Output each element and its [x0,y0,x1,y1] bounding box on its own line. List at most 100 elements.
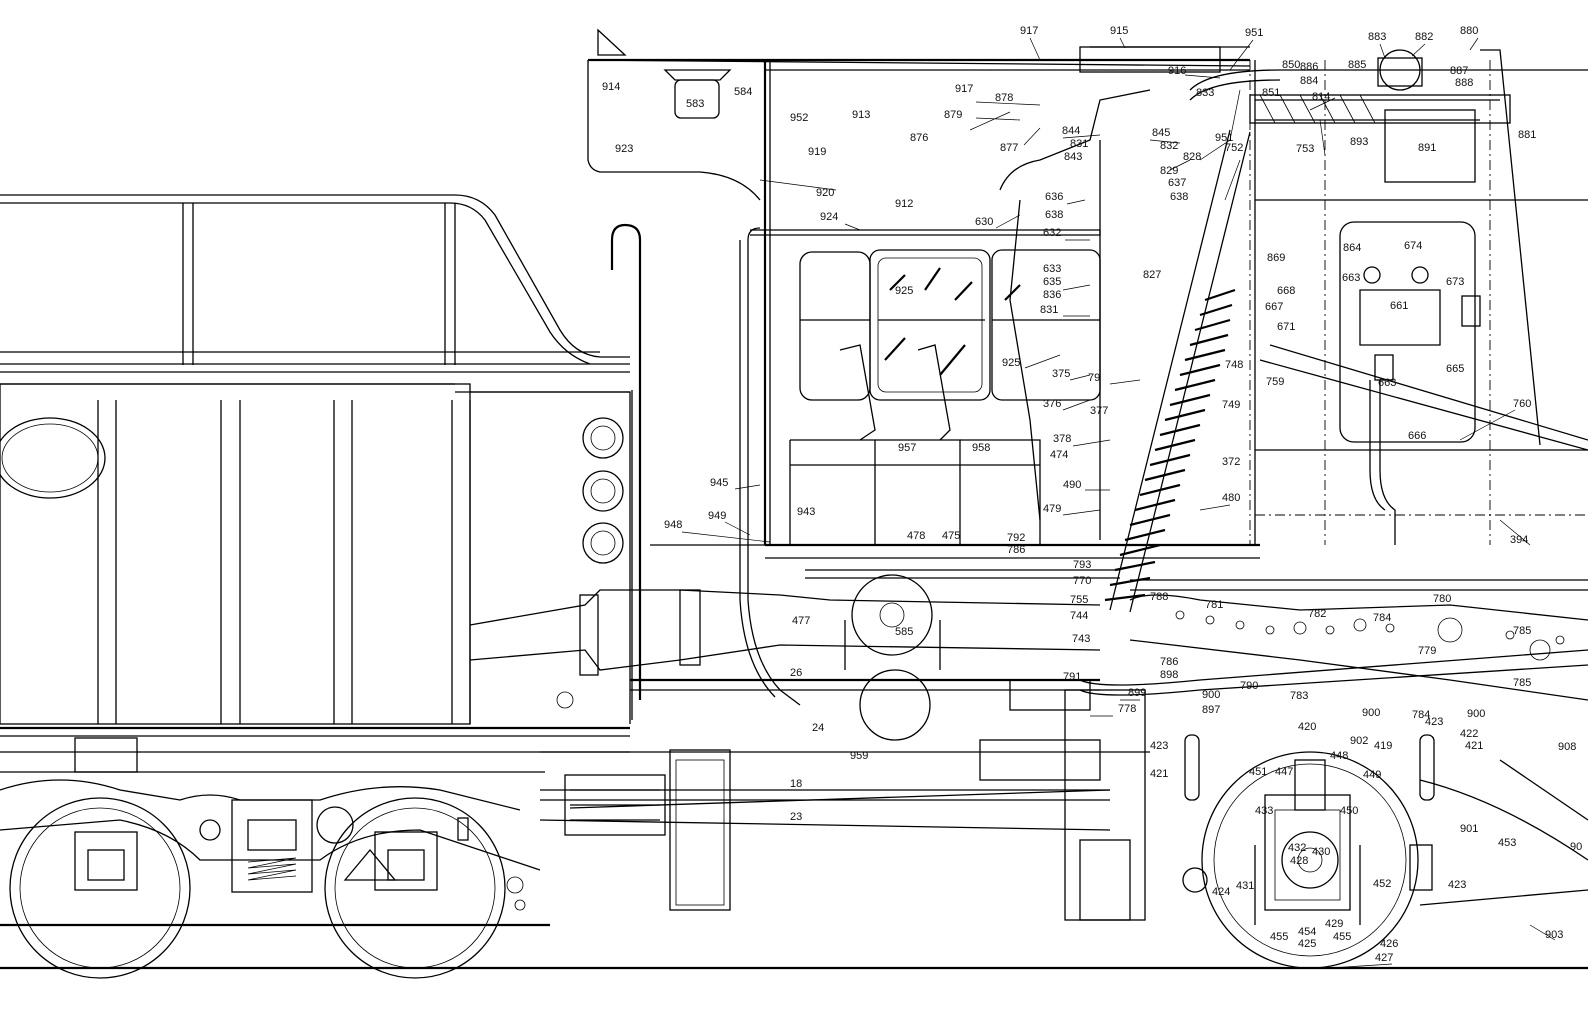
part-label: 663 [1342,272,1360,284]
part-label: 753 [1296,143,1314,155]
part-label: 661 [1390,300,1408,312]
tender [0,194,642,979]
part-label: 24 [812,722,824,734]
part-label: 880 [1460,25,1478,37]
part-label: 760 [1513,398,1531,410]
part-label: 748 [1225,359,1243,371]
part-label: 958 [972,442,990,454]
part-label: 781 [1205,599,1223,611]
part-label: 454 [1298,926,1316,938]
part-label: 908 [1558,741,1576,753]
part-label: 424 [1212,886,1230,898]
part-label: 673 [1446,276,1464,288]
part-label: 630 [975,216,993,228]
part-label: 778 [1118,703,1136,715]
part-label: 784 [1373,612,1391,624]
part-label: 877 [1000,142,1018,154]
part-label: 881 [1518,129,1536,141]
part-label: 925 [1002,357,1020,369]
part-label: 455 [1333,931,1351,943]
part-label: 886 [1300,61,1318,73]
part-labels: 917 915 951 883 882 880 916 850 886 885 … [602,25,1582,964]
driving-wheel [1201,751,1419,969]
part-label: 885 [1348,59,1366,71]
part-label: 832 [1160,140,1178,152]
part-label: 378 [1053,433,1071,445]
window-glare [884,267,1021,376]
part-label: 671 [1277,321,1295,333]
part-label: 455 [1270,931,1288,943]
part-label: 448 [1330,750,1348,762]
part-label: 90 [1570,841,1582,853]
part-label: 876 [910,132,928,144]
part-label: 674 [1404,240,1422,252]
part-label: 920 [816,187,834,199]
part-label: 668 [1277,285,1295,297]
part-label: 850 [1282,59,1300,71]
part-label: 943 [797,506,815,518]
part-label: 583 [686,98,704,110]
part-label: 636 [1045,191,1063,203]
part-label: 914 [602,81,620,93]
part-label: 453 [1498,837,1516,849]
part-label: 782 [1308,608,1326,620]
part-label: 959 [850,750,868,762]
part-label: 372 [1222,456,1240,468]
part-label: 888 [1455,77,1473,89]
part-label: 949 [708,510,726,522]
part-label: 780 [1433,593,1451,605]
part-label: 831 [1070,138,1088,150]
part-label: 633 [1043,263,1061,275]
part-label: 477 [792,615,810,627]
boiler-backhead [999,46,1588,613]
part-label: 891 [1418,142,1436,154]
part-label: 882 [1415,31,1433,43]
part-label: 901 [1460,823,1478,835]
part-label: 425 [1298,938,1316,950]
part-label: 490 [1063,479,1081,491]
part-label: 878 [995,92,1013,104]
part-label: 833 [1196,87,1214,99]
part-label: 447 [1275,766,1293,778]
part-label: 851 [1262,87,1280,99]
part-label: 951 [1245,27,1263,39]
part-label: 790 [1240,680,1258,692]
part-label: 827 [1143,269,1161,281]
part-label: 423 [1448,879,1466,891]
part-label: 893 [1350,136,1368,148]
part-label: 903 [1545,929,1563,941]
part-label: 792 [1007,532,1025,544]
part-label: 786 [1007,544,1025,556]
part-label: 828 [1183,151,1201,163]
part-label: 375 [1052,368,1070,380]
part-label: 887 [1450,65,1468,77]
part-label: 919 [808,146,826,158]
part-label: 755 [1070,594,1088,606]
part-label: 667 [1265,301,1283,313]
part-label: 23 [790,811,802,823]
part-label: 917 [955,83,973,95]
part-label: 912 [895,198,913,210]
part-label: 779 [1418,645,1436,657]
tender-truck [0,779,550,979]
part-label: 427 [1375,952,1393,964]
part-label: 831 [1040,304,1058,316]
part-label: 948 [664,519,682,531]
part-label: 749 [1222,399,1240,411]
part-label: 79 [1088,372,1100,384]
part-label: 663 [1378,377,1396,389]
part-label: 423 [1425,716,1443,728]
part-label: 451 [1249,766,1267,778]
part-label: 900 [1362,707,1380,719]
part-label: 786 [1160,656,1178,668]
loco-frame [0,574,1588,970]
part-label: 421 [1465,740,1483,752]
part-label: 759 [1266,376,1284,388]
part-label: 432 [1288,842,1306,854]
part-label: 785 [1513,625,1531,637]
part-label: 429 [1325,918,1343,930]
part-label: 743 [1072,633,1090,645]
part-label: 845 [1152,127,1170,139]
part-label: 632 [1043,227,1061,239]
part-label: 864 [1343,242,1361,254]
